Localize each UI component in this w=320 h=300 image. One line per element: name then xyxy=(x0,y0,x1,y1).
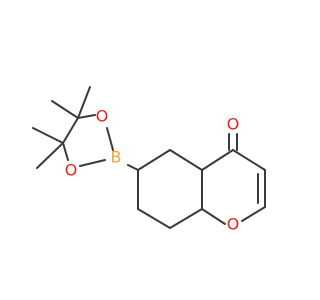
bond-cq1-methyl-a xyxy=(77,86,91,119)
bond-b-o-top xyxy=(106,127,114,151)
bond-c5-c6 xyxy=(137,149,171,171)
bond-cq2-methyl-b xyxy=(36,142,64,169)
oxygen-ketone-label: O xyxy=(227,115,240,134)
bond-c8-c8a xyxy=(169,208,203,229)
boron-label: B xyxy=(111,148,122,167)
bond-o1-c8a xyxy=(201,208,226,225)
bond-cq1-cq2 xyxy=(62,117,79,144)
bond-c7-c8 xyxy=(137,208,171,229)
bond-c2-o1 xyxy=(241,206,266,222)
bond-obottom-cq2 xyxy=(62,142,69,161)
bond-cq1-methyl-b xyxy=(51,100,79,119)
bond-otop-cq1 xyxy=(77,114,96,119)
oxygen-boronate-top-label: O xyxy=(96,107,109,126)
bond-c4a-c5 xyxy=(169,149,203,171)
bond-c6-b xyxy=(127,164,139,171)
oxygen-boronate-bottom-label: O xyxy=(65,161,78,180)
bond-c4-c3 xyxy=(232,149,266,171)
bond-b-o-bottom xyxy=(79,159,106,167)
bond-cq2-methyl-a xyxy=(32,127,64,144)
atom-labels: O O B O O xyxy=(65,107,240,234)
molecule-structure: O O B O O xyxy=(32,86,266,234)
bond-c4a-c4 xyxy=(201,149,234,171)
oxygen-ring-label: O xyxy=(227,215,240,234)
bonds xyxy=(32,86,266,229)
